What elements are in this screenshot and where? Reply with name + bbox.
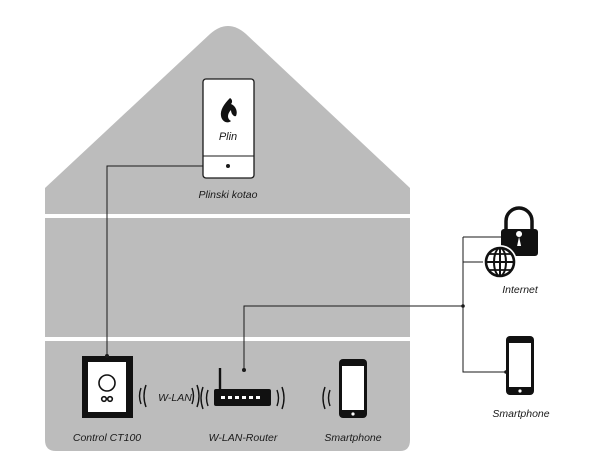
wlan-link (138, 384, 200, 408)
gas-boiler: Plin Plinski kotao (199, 78, 258, 201)
wifi-waves-icon (191, 384, 200, 408)
wifi-waves-icon (322, 386, 331, 410)
floor-divider-upper (44, 214, 411, 218)
controller-screen (88, 362, 126, 412)
smartphone-remote-label: Smartphone (492, 408, 549, 420)
phone-screen (509, 343, 531, 387)
router-label: W-LAN-Router (209, 432, 278, 444)
smartphone-home: Smartphone (322, 359, 382, 444)
router-wire-dot (242, 368, 246, 372)
smartphone-wire-dot (504, 370, 508, 374)
wifi-waves-icon (200, 386, 285, 410)
floor-divider-lower (44, 337, 411, 341)
padlock-keyhole (516, 231, 523, 246)
internet: Internet (461, 206, 539, 308)
globe-icon (484, 246, 516, 278)
padlock-shackle (504, 206, 534, 230)
controller-wire-dot (105, 354, 109, 358)
wlan-label: W-LAN (158, 392, 192, 404)
router-to-internet-wire (243, 305, 463, 370)
boiler-label: Plinski kotao (199, 189, 258, 201)
phone-home-button (351, 412, 355, 416)
router-leds (221, 396, 260, 399)
house (44, 26, 411, 451)
boiler-wire-dot (226, 164, 230, 168)
phone-home-button (518, 389, 522, 393)
boiler-body (202, 78, 255, 179)
internet-branch-wire (462, 237, 506, 373)
router: W-LAN-Router (200, 368, 285, 444)
smartphone-remote: Smartphone (492, 336, 550, 420)
wifi-waves-icon (138, 384, 147, 408)
connection-wires (106, 165, 506, 373)
house-shape (45, 26, 410, 451)
internet-wire-dot (461, 304, 465, 308)
smartphone-home-label: Smartphone (324, 432, 381, 444)
thermostat-icon (98, 374, 116, 403)
controller-label: Control CT100 (73, 432, 141, 444)
phone-screen (342, 366, 364, 410)
flame-icon (220, 98, 237, 123)
internet-label: Internet (502, 284, 539, 296)
boiler-to-controller-wire (106, 165, 228, 356)
boiler-text: Plin (219, 131, 237, 143)
controller: Control CT100 (73, 354, 141, 444)
